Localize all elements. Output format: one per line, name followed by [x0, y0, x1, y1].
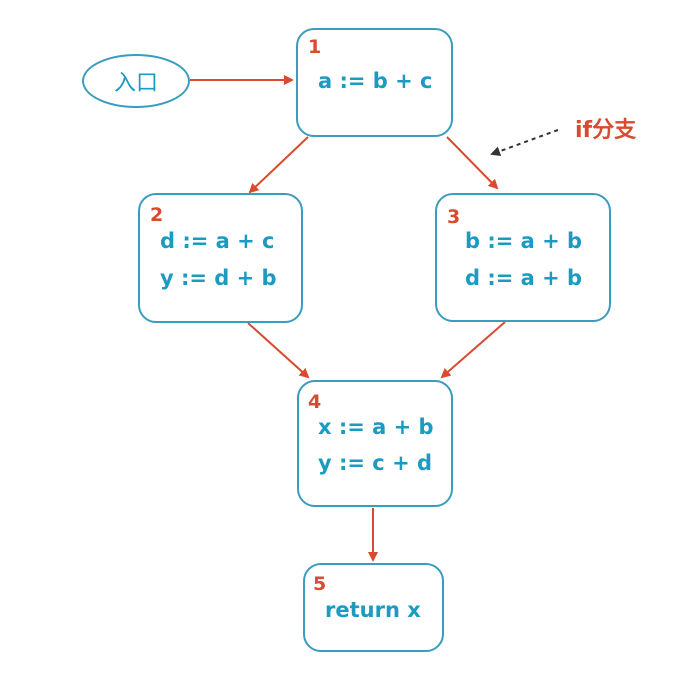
block-4-number: 4 — [308, 391, 322, 413]
branch-annotation-label: if分支 — [575, 118, 637, 143]
block-2-number: 2 — [150, 204, 164, 226]
block-3-line-2: d := a + b — [465, 266, 583, 290]
entry-node: 入口 — [82, 54, 190, 108]
branch-annotation-arrow — [490, 129, 559, 156]
edge-1-to-2 — [248, 136, 309, 194]
edge-1-to-3 — [446, 136, 499, 190]
block-4-line-2: y := c + d — [318, 451, 433, 475]
entry-label: 入口 — [113, 71, 158, 96]
block-2 — [138, 193, 303, 323]
block-1 — [296, 28, 453, 137]
block-1-number: 1 — [308, 36, 322, 58]
block-2-line-1: d := a + c — [160, 229, 275, 253]
block-5-number: 5 — [313, 573, 327, 595]
block-4-line-1: x := a + b — [318, 415, 434, 439]
block-3 — [435, 193, 611, 322]
edge-3-to-4 — [440, 321, 506, 379]
block-3-number: 3 — [447, 206, 461, 228]
block-4 — [297, 380, 453, 507]
block-3-line-1: b := a + b — [465, 229, 583, 253]
block-1-line-1: a := b + c — [318, 69, 433, 93]
block-5 — [303, 563, 444, 652]
edge-2-to-4 — [247, 322, 310, 379]
block-2-line-2: y := d + b — [160, 266, 277, 290]
block-5-line-1: return x — [325, 598, 421, 622]
